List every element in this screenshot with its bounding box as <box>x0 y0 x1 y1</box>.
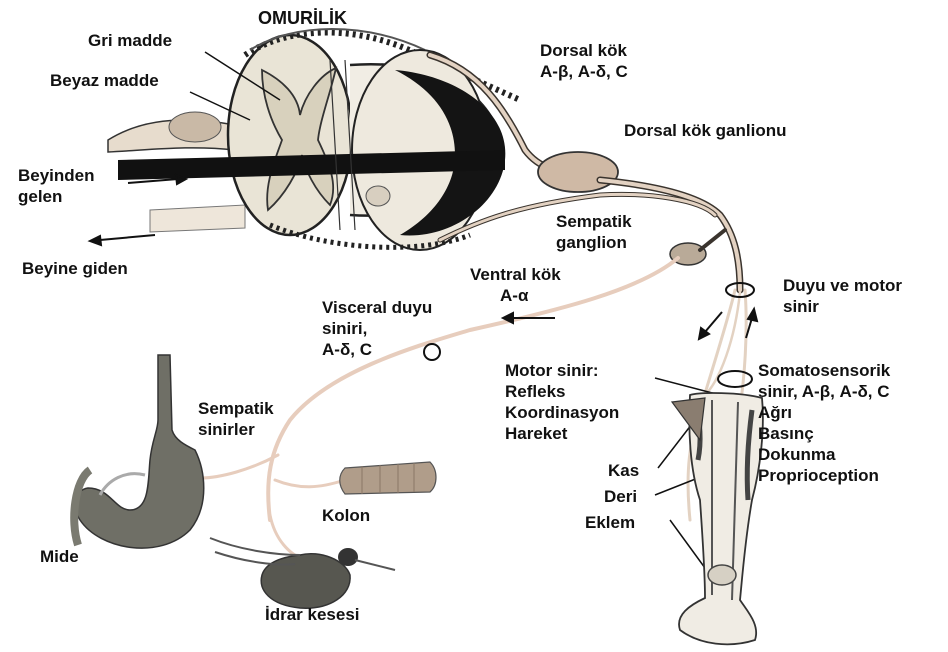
label-beyinden-gelen-line1: Beyinden <box>18 165 95 186</box>
label-visceral-duyu-siniri: Visceral duyu siniri, A-δ, C <box>322 297 432 360</box>
label-gri-madde: Gri madde <box>88 30 172 51</box>
label-beyinden-gelen: Beyinden gelen <box>18 165 95 207</box>
label-idrar-kesesi: İdrar kesesi <box>265 604 360 625</box>
label-sempatik-ganglion-line1: Sempatik <box>556 211 632 232</box>
muscle-patch <box>672 398 705 440</box>
label-sempatik-sinirler-line2: sinirler <box>198 419 274 440</box>
left-nerve-bulb <box>169 112 221 142</box>
label-duyu-motor-line1: Duyu ve motor <box>783 275 902 296</box>
left-nerve-stub-lower <box>150 205 245 232</box>
label-duyu-motor-sinir: Duyu ve motor sinir <box>783 275 902 317</box>
label-motor-sinir: Motor sinir: Refleks Koordinasyon Hareke… <box>505 360 619 444</box>
label-sempatik-sinirler: Sempatik sinirler <box>198 398 274 440</box>
spinal-cord <box>108 29 520 250</box>
label-motor-sinir-line3: Koordinasyon <box>505 402 619 423</box>
label-mide: Mide <box>40 546 79 567</box>
label-somato-line3: Ağrı <box>758 402 890 423</box>
label-somatosensorik: Somatosensorik sinir, A-β, A-δ, C Ağrı B… <box>758 360 890 486</box>
title-omurilik: OMURİLİK <box>258 8 347 29</box>
organs <box>74 355 436 608</box>
dorsal-root-ganglion <box>538 152 618 192</box>
arrow-duyu-left <box>705 312 722 332</box>
label-somato-line1: Somatosensorik <box>758 360 890 381</box>
bladder <box>261 554 350 608</box>
label-ventral-kok: Ventral kök A-α <box>470 264 561 306</box>
sympathetic-branch-stomach <box>200 455 278 478</box>
label-sempatik-sinirler-line1: Sempatik <box>198 398 274 419</box>
label-eklem: Eklem <box>585 512 635 533</box>
label-kolon: Kolon <box>322 505 370 526</box>
label-somato-line6: Proprioception <box>758 465 890 486</box>
stomach <box>75 355 204 548</box>
label-beyine-giden: Beyine giden <box>22 258 128 279</box>
label-duyu-motor-line2: sinir <box>783 296 902 317</box>
label-visceral-line1: Visceral duyu <box>322 297 432 318</box>
label-visceral-line3: A-δ, C <box>322 339 432 360</box>
label-motor-sinir-line2: Refleks <box>505 381 619 402</box>
label-dorsal-kok: Dorsal kök A-β, A-δ, C <box>540 40 628 82</box>
label-ventral-kok-line1: Ventral kök <box>470 264 561 285</box>
label-dorsal-kok-line2: A-β, A-δ, C <box>540 61 628 82</box>
sympathetic-branch-colon <box>275 480 345 487</box>
label-ventral-kok-line2: A-α <box>470 285 561 306</box>
knee-joint <box>708 565 736 585</box>
label-beyaz-madde: Beyaz madde <box>50 70 159 91</box>
label-dorsal-kok-ganglionu: Dorsal kök ganlionu <box>624 120 786 141</box>
label-beyinden-gelen-line2: gelen <box>18 186 95 207</box>
label-somato-line2: sinir, A-β, A-δ, C <box>758 381 890 402</box>
label-sempatik-ganglion: Sempatik ganglion <box>556 211 632 253</box>
colon <box>340 462 436 494</box>
leg <box>672 393 763 644</box>
label-visceral-line2: siniri, <box>322 318 432 339</box>
label-kas: Kas <box>608 460 639 481</box>
label-motor-sinir-line1: Motor sinir: <box>505 360 619 381</box>
label-somato-line5: Dokunma <box>758 444 890 465</box>
label-deri: Deri <box>604 486 637 507</box>
somatosensory-ring <box>718 371 752 387</box>
label-sempatik-ganglion-line2: ganglion <box>556 232 632 253</box>
arrow-beyine <box>100 235 155 240</box>
pointer-deri <box>655 478 698 495</box>
label-dorsal-kok-line1: Dorsal kök <box>540 40 628 61</box>
arrow-beyinden <box>128 179 178 183</box>
label-somato-line4: Basınç <box>758 423 890 444</box>
pointer-eklem <box>670 520 705 568</box>
label-motor-sinir-line4: Hareket <box>505 423 619 444</box>
